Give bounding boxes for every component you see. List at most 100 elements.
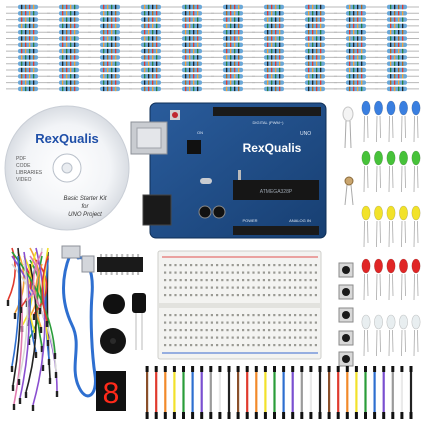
ribbon-connector bbox=[172, 412, 176, 419]
jumper-pin bbox=[53, 353, 57, 359]
resistor bbox=[129, 36, 173, 41]
ribbon-wire bbox=[146, 372, 149, 412]
jumper-pin bbox=[31, 405, 35, 411]
ribbon-connector bbox=[318, 412, 322, 419]
ribbon-wire bbox=[355, 372, 358, 412]
resistor bbox=[170, 86, 214, 92]
ribbon-connector bbox=[163, 366, 167, 372]
ribbon-connector bbox=[200, 412, 204, 419]
ribbon-connector bbox=[409, 366, 413, 372]
resistor bbox=[170, 11, 214, 16]
ribbon-connector bbox=[382, 412, 386, 419]
resistor bbox=[47, 48, 91, 54]
ribbon-connector bbox=[254, 412, 258, 419]
resistor bbox=[47, 55, 91, 60]
resistor bbox=[375, 23, 419, 29]
ribbon-wire bbox=[309, 372, 312, 412]
resistor bbox=[170, 61, 214, 66]
resistor bbox=[88, 48, 132, 54]
resistor bbox=[334, 67, 378, 73]
led bbox=[361, 205, 371, 248]
ribbon-connector bbox=[236, 366, 240, 372]
resistor bbox=[6, 86, 50, 92]
resistor bbox=[375, 61, 419, 66]
ribbon-connector bbox=[218, 366, 222, 372]
led bbox=[361, 258, 371, 301]
ribbon-connector bbox=[373, 366, 377, 372]
ribbon-wire bbox=[400, 372, 403, 412]
ribbon-wire bbox=[300, 372, 303, 412]
jumper-pin bbox=[45, 321, 49, 327]
resistor bbox=[47, 4, 91, 10]
jumper-pin bbox=[13, 313, 17, 319]
resistor bbox=[88, 55, 132, 60]
ribbon-connector bbox=[354, 366, 358, 372]
ribbon-wire bbox=[291, 372, 294, 412]
tactile-button bbox=[338, 307, 354, 323]
led bbox=[386, 258, 396, 301]
ribbon-connector bbox=[245, 366, 249, 372]
ribbon-wire bbox=[282, 372, 285, 412]
resistor bbox=[334, 86, 378, 92]
led bbox=[386, 100, 396, 143]
led bbox=[373, 258, 383, 301]
resistor bbox=[293, 55, 337, 60]
resistor bbox=[211, 86, 255, 92]
led bbox=[386, 314, 396, 357]
jumper-wires bbox=[6, 247, 59, 411]
resistor bbox=[293, 4, 337, 10]
resistor bbox=[334, 42, 378, 47]
jumper-wire bbox=[27, 247, 41, 321]
resistor bbox=[47, 42, 91, 47]
ribbon-connector bbox=[227, 366, 231, 372]
resistor bbox=[88, 42, 132, 47]
resistor bbox=[293, 42, 337, 47]
ribbon-connector bbox=[309, 366, 313, 372]
jumper-wire bbox=[11, 251, 56, 354]
resistor bbox=[375, 74, 419, 79]
led bbox=[398, 258, 408, 301]
resistor bbox=[47, 30, 91, 35]
jumper-wire bbox=[19, 251, 30, 399]
resistor bbox=[375, 4, 419, 10]
jumper-pin bbox=[41, 365, 45, 371]
led bbox=[411, 258, 421, 301]
resistor bbox=[293, 36, 337, 41]
resistor bbox=[88, 11, 132, 16]
resistor bbox=[6, 36, 50, 41]
jumper-pin bbox=[40, 346, 44, 352]
resistor bbox=[129, 4, 173, 10]
resistor bbox=[129, 55, 173, 60]
resistor bbox=[6, 30, 50, 35]
ribbon-connector bbox=[227, 412, 231, 419]
ribbon-connector bbox=[391, 366, 395, 372]
ribbon-connector bbox=[382, 366, 386, 372]
board-on-label: ON bbox=[197, 130, 203, 135]
ribbon-wire bbox=[182, 372, 185, 412]
ribbon-connector bbox=[182, 366, 185, 372]
ribbon-wire bbox=[246, 372, 249, 412]
board-brand: RexQualis bbox=[243, 141, 302, 155]
resistor bbox=[88, 74, 132, 79]
resistor bbox=[170, 74, 214, 79]
resistor bbox=[252, 48, 296, 54]
tactile-button bbox=[338, 284, 354, 300]
ribbon-connector bbox=[254, 366, 258, 372]
resistor bbox=[252, 55, 296, 60]
resistor bbox=[211, 61, 255, 66]
ribbon-connector bbox=[373, 412, 377, 419]
display-digit: 8 bbox=[103, 377, 120, 410]
ribbon-connector bbox=[273, 412, 276, 419]
resistor bbox=[47, 74, 91, 79]
resistor bbox=[211, 74, 255, 79]
resistor bbox=[375, 80, 419, 85]
resistor bbox=[6, 74, 50, 79]
tilt-switch bbox=[132, 293, 146, 350]
resistor bbox=[6, 42, 50, 47]
ribbon-connector bbox=[345, 412, 349, 419]
ribbon-wire bbox=[391, 372, 394, 412]
capacitor bbox=[198, 205, 212, 219]
board-silkscreen-digital: DIGITAL (PWM~) bbox=[253, 120, 285, 125]
resistor-rows bbox=[6, 4, 419, 92]
resistor bbox=[211, 42, 255, 47]
